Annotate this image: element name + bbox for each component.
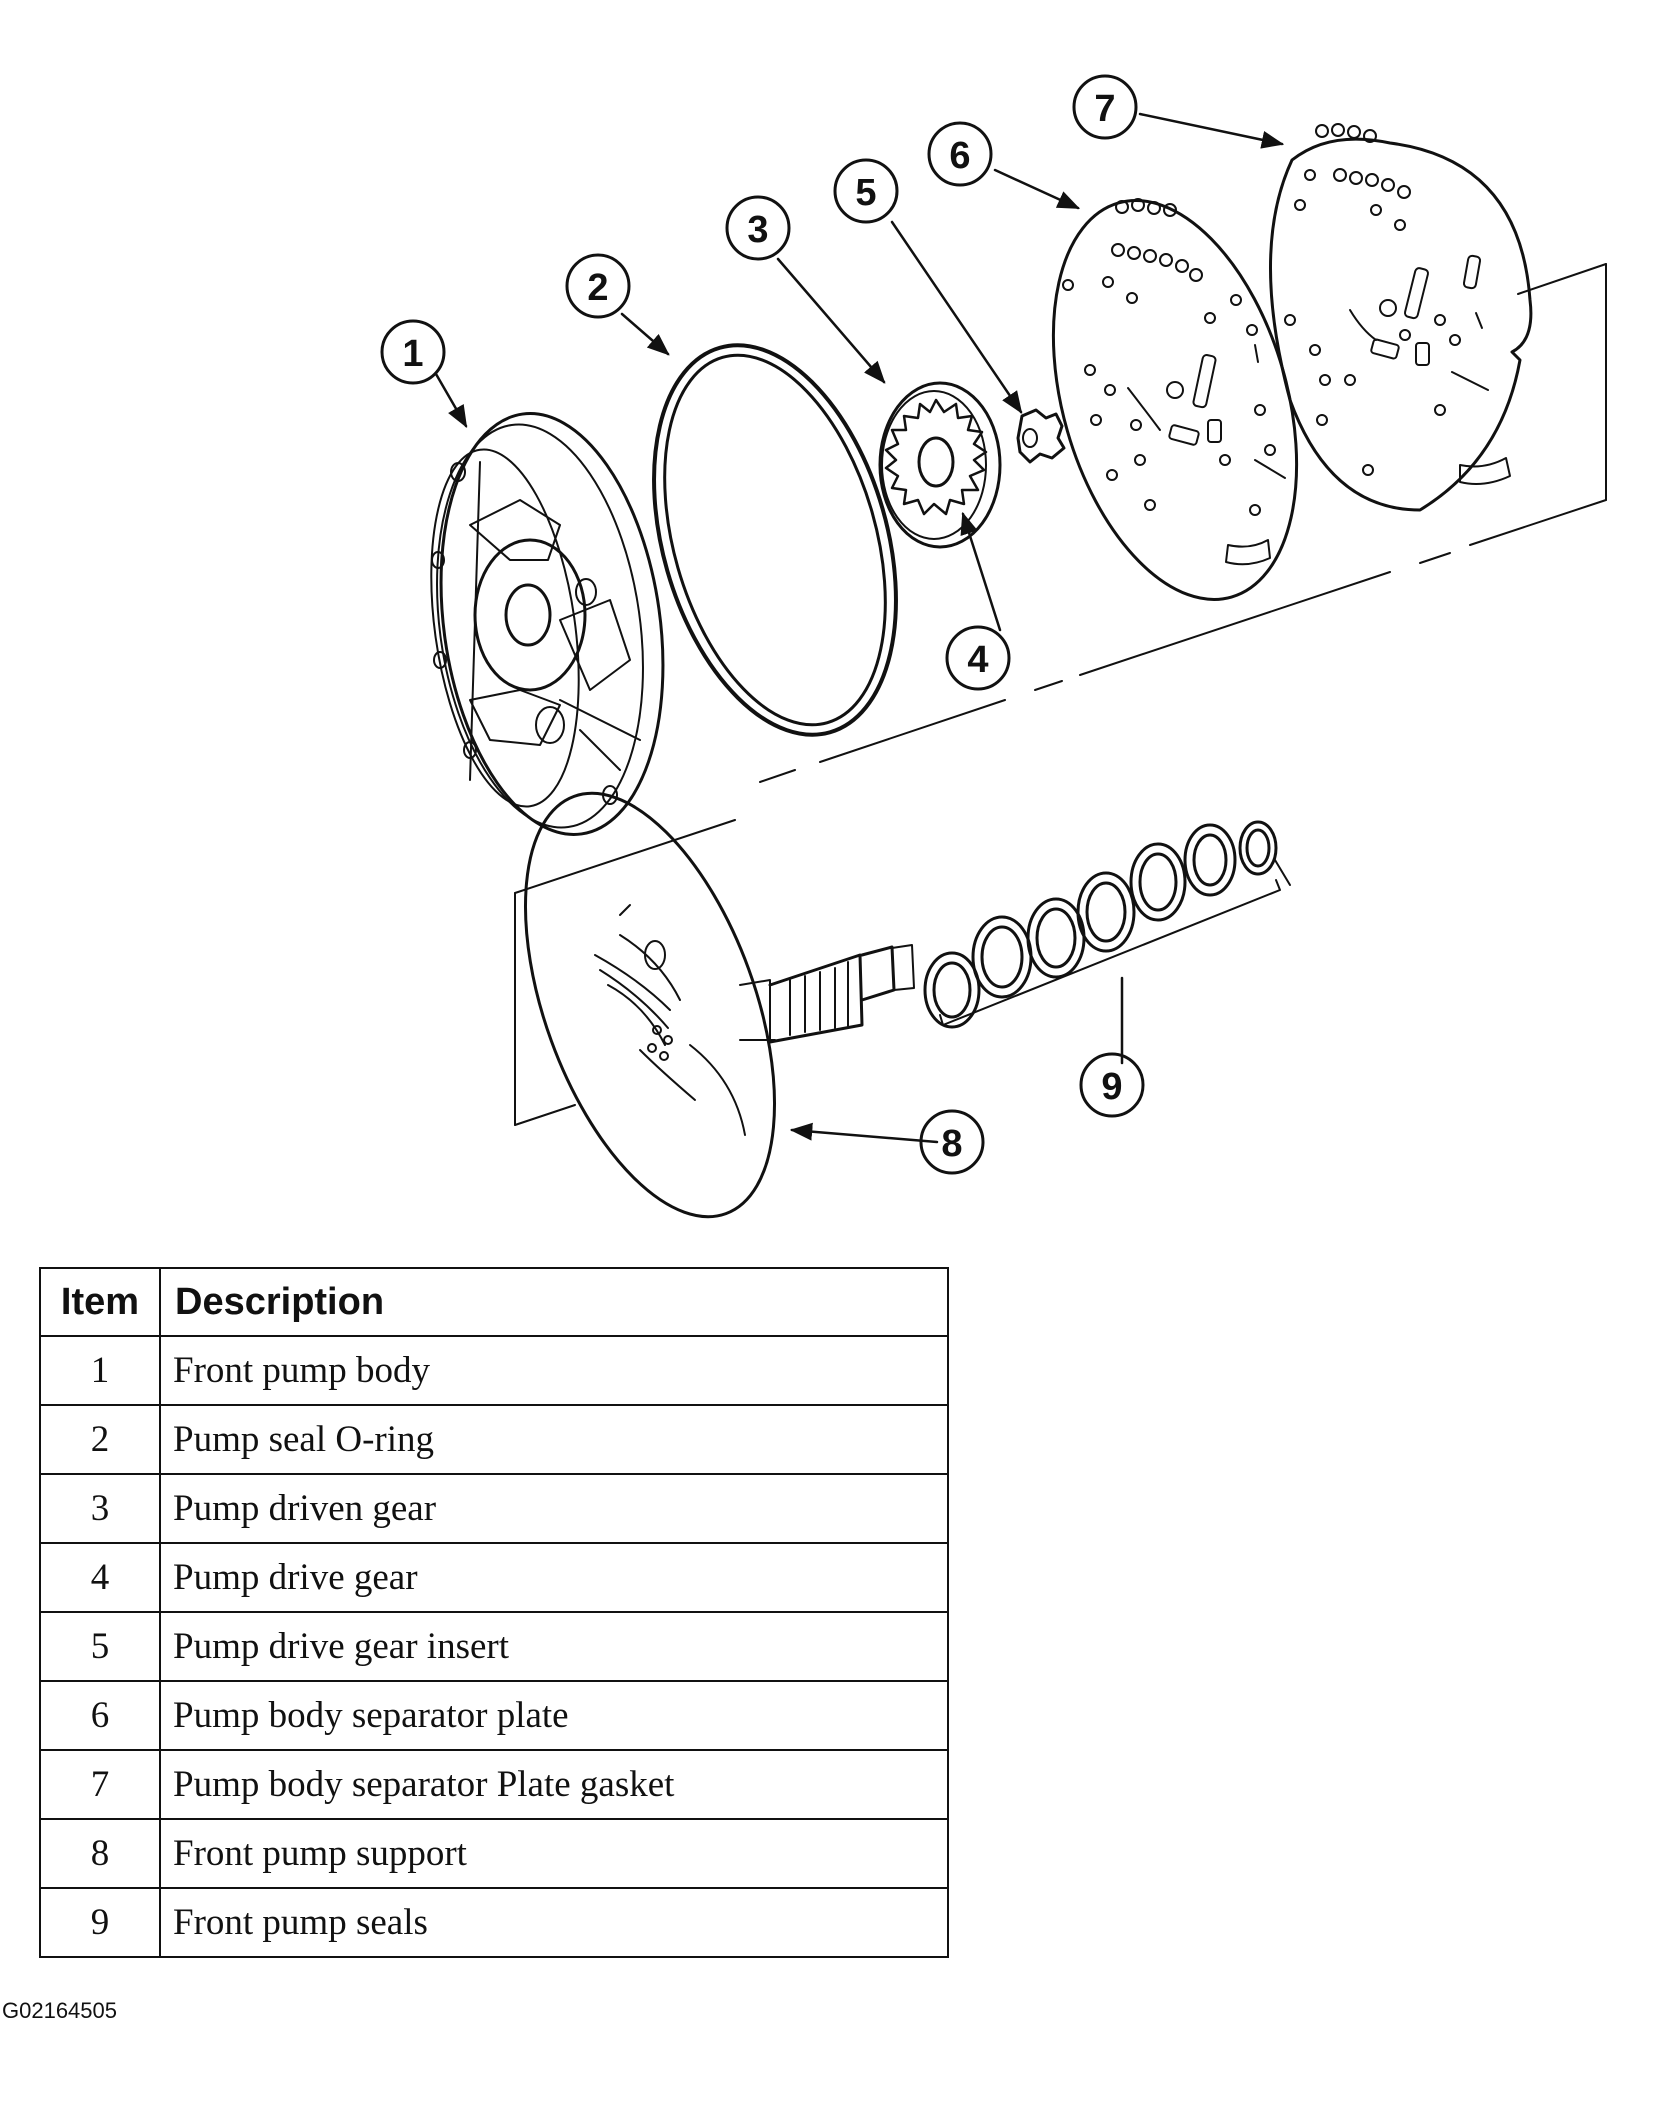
item-number: 5 <box>39 1611 161 1682</box>
item-number: 8 <box>39 1818 161 1889</box>
item-number: 2 <box>39 1404 161 1475</box>
callout-6: 6 <box>927 121 993 187</box>
item-number: 4 <box>39 1542 161 1613</box>
item-number: 7 <box>39 1749 161 1820</box>
callout-label: 2 <box>587 267 608 309</box>
item-description: Pump drive gear <box>159 1542 949 1613</box>
item-description: Pump body separator Plate gasket <box>159 1749 949 1820</box>
callout-2: 2 <box>565 253 631 319</box>
table-row: 6 Pump body separator plate <box>39 1680 949 1751</box>
column-header-item: Item <box>39 1267 161 1337</box>
table-row: 8 Front pump support <box>39 1818 949 1889</box>
pump-seal-o-ring <box>652 343 898 737</box>
table-row: 7 Pump body separator Plate gasket <box>39 1749 949 1820</box>
table-row: 2 Pump seal O-ring <box>39 1404 949 1475</box>
callout-3: 3 <box>725 195 791 261</box>
pump-drive-gear-insert <box>1016 408 1066 464</box>
callout-label: 7 <box>1094 88 1115 130</box>
item-description: Pump seal O-ring <box>159 1404 949 1475</box>
item-number: 1 <box>39 1335 161 1406</box>
callout-label: 9 <box>1101 1066 1122 1108</box>
item-number: 6 <box>39 1680 161 1751</box>
item-description: Front pump seals <box>159 1887 949 1958</box>
item-description: Pump driven gear <box>159 1473 949 1544</box>
callout-5: 5 <box>833 158 899 224</box>
item-description: Front pump body <box>159 1335 949 1406</box>
figure-code: G02164505 <box>2 1998 117 2023</box>
callout-1: 1 <box>380 319 446 385</box>
pump-body-separator-plate-gasket <box>1269 123 1533 512</box>
front-pump-support <box>523 791 915 1219</box>
callout-7: 7 <box>1072 74 1138 140</box>
table-header-row: Item Description <box>39 1267 949 1337</box>
callout-label: 8 <box>941 1123 962 1165</box>
callout-label: 6 <box>949 135 970 177</box>
item-description: Pump body separator plate <box>159 1680 949 1751</box>
callout-8: 8 <box>919 1109 985 1175</box>
column-header-description: Description <box>159 1267 949 1337</box>
parts-table: Item Description 1 Front pump body 2 Pum… <box>39 1267 949 1958</box>
callout-9: 9 <box>1079 1052 1145 1118</box>
leader-lines <box>434 112 1285 1144</box>
front-pump-seals <box>923 820 1281 1029</box>
callout-label: 1 <box>402 333 423 375</box>
table-row: 4 Pump drive gear <box>39 1542 949 1613</box>
callout-label: 5 <box>855 172 876 214</box>
pump-drive-gear <box>884 398 988 516</box>
table-row: 5 Pump drive gear insert <box>39 1611 949 1682</box>
table-row: 9 Front pump seals <box>39 1887 949 1958</box>
table-row: 1 Front pump body <box>39 1335 949 1406</box>
item-description: Front pump support <box>159 1818 949 1889</box>
callout-label: 4 <box>967 639 988 681</box>
callout-4: 4 <box>945 625 1011 691</box>
exploded-diagram: 1 2 3 4 5 6 7 8 9 <box>380 74 1607 1219</box>
item-number: 9 <box>39 1887 161 1958</box>
callout-label: 3 <box>747 209 768 251</box>
pump-driven-gear <box>878 381 1002 549</box>
front-pump-body <box>430 412 665 836</box>
item-description: Pump drive gear insert <box>159 1611 949 1682</box>
upper-frame-lines <box>759 263 1607 783</box>
item-number: 3 <box>39 1473 161 1544</box>
table-row: 3 Pump driven gear <box>39 1473 949 1544</box>
